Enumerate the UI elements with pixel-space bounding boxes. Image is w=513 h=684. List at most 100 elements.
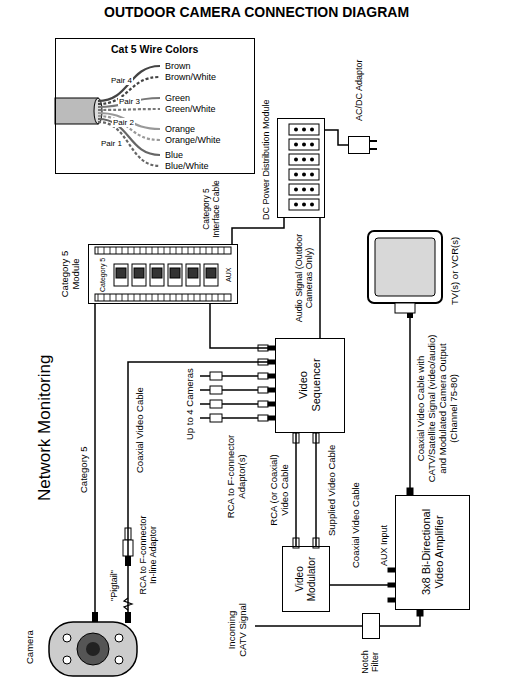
f-port	[388, 568, 395, 572]
strip-tick	[170, 247, 171, 254]
cable-label: Supplied Video Cable	[327, 443, 338, 536]
strip-tick	[212, 247, 213, 254]
strip-tick	[104, 294, 105, 301]
box-label: Notch Filter	[360, 644, 381, 680]
strip-tick	[128, 294, 129, 301]
camera-input-cable	[200, 375, 258, 377]
f-port	[388, 598, 395, 602]
cable	[325, 130, 348, 145]
strip-tick	[224, 294, 225, 301]
wire	[98, 122, 160, 166]
box-label: AC/DC Adaptor	[354, 59, 364, 121]
rca-tip	[268, 388, 275, 392]
terminal-screw	[294, 203, 298, 207]
power-module: DC Power Distribution Module	[277, 118, 325, 218]
terminal-screw	[302, 158, 306, 162]
terminal-screw	[310, 203, 314, 207]
adaptor-prongs	[370, 141, 377, 149]
terminal-block	[289, 154, 319, 165]
jack-opening	[170, 268, 180, 278]
strip-tick	[122, 247, 123, 254]
terminal-screw	[302, 173, 306, 177]
strip-tick	[152, 247, 153, 254]
wire-color-label: Green/White	[165, 104, 216, 114]
cable	[330, 584, 395, 586]
strip-tick	[122, 294, 123, 301]
terminal-screw	[302, 128, 306, 132]
catv-input-cable	[255, 625, 362, 627]
cable-label: Category 5	[79, 446, 90, 494]
terminal-block	[289, 124, 319, 135]
rca-tip	[268, 416, 275, 420]
strip-tick	[170, 294, 171, 301]
rca-tip	[268, 374, 275, 378]
tv-stand	[395, 303, 415, 313]
camera-body	[49, 622, 137, 676]
tv-jack	[407, 313, 413, 318]
strip-tick	[218, 247, 219, 254]
rca-plug	[258, 373, 268, 379]
box-label: TV(s) or VCR(s)	[450, 236, 461, 304]
module-marking: Category 5	[99, 258, 107, 292]
terminal-screw	[310, 158, 314, 162]
tv-screen	[375, 238, 435, 296]
terminal-strip	[95, 247, 231, 254]
strip-tick	[182, 247, 183, 254]
box-label: 3x8 Bi-Directional Video Amplifier	[420, 502, 445, 602]
terminal-screw	[302, 203, 306, 207]
wire	[98, 109, 160, 110]
strip-tick	[146, 294, 147, 301]
lens-center	[86, 642, 100, 656]
adaptor-note: RCA to F-connector Adaptor(s)	[226, 429, 248, 524]
terminal-block	[289, 139, 319, 150]
strip-tick	[116, 247, 117, 254]
strip-tick	[116, 294, 117, 301]
strip-tick	[200, 294, 201, 301]
amplifier-box: 3x8 Bi-Directional Video Amplifier	[395, 495, 470, 610]
ir-led	[115, 634, 123, 642]
cable-label: Category 5 Interface Cable	[202, 179, 222, 239]
cable	[295, 433, 297, 546]
strip-tick	[110, 247, 111, 254]
cable	[380, 610, 420, 626]
strip-tick	[164, 247, 165, 254]
rca-f-adaptor	[210, 400, 222, 408]
rca-f-adaptor	[210, 414, 222, 422]
rj45-jack	[132, 264, 146, 286]
cable	[315, 433, 317, 546]
strip-tick	[98, 294, 99, 301]
terminal-block	[289, 184, 319, 195]
jack-opening	[134, 268, 144, 278]
ir-led	[115, 656, 123, 664]
terminal-screw	[310, 188, 314, 192]
strip-tick	[188, 247, 189, 254]
cable	[319, 218, 321, 338]
camera-input-cable	[200, 403, 258, 405]
strip-tick	[158, 294, 159, 301]
rca-plug	[258, 387, 268, 393]
strip-tick	[176, 247, 177, 254]
tv-set: TV(s) or VCR(s)	[365, 228, 445, 318]
rj45-jack	[168, 264, 182, 286]
ir-led	[63, 656, 71, 664]
terminal-screw	[310, 143, 314, 147]
wire-color-label: Green	[165, 93, 190, 103]
input-note: AUX Input	[379, 524, 389, 565]
tv-cabinet	[368, 231, 442, 303]
strip-tick	[152, 294, 153, 301]
section-heading: Network Monitoring	[35, 355, 55, 501]
rca-plug	[258, 415, 268, 421]
cable-label: Coaxial Video Cable with CATV/Satellite …	[416, 325, 460, 492]
strip-tick	[110, 294, 111, 301]
box-label: Cat 5 Wire Colors	[111, 43, 198, 55]
strip-tick	[224, 247, 225, 254]
pigtail-note: "Pigtail"	[109, 570, 119, 601]
jack-opening	[116, 268, 126, 278]
cable-label: RCA (or Coaxial) Video Cable	[269, 443, 291, 537]
pair-label: Pair 1	[100, 139, 123, 148]
box-label: Video Modulator	[294, 551, 317, 607]
terminal-screw	[310, 128, 314, 132]
rj45-jack	[186, 264, 200, 286]
rj45-jack	[204, 264, 218, 286]
cable-sheath	[55, 98, 98, 124]
